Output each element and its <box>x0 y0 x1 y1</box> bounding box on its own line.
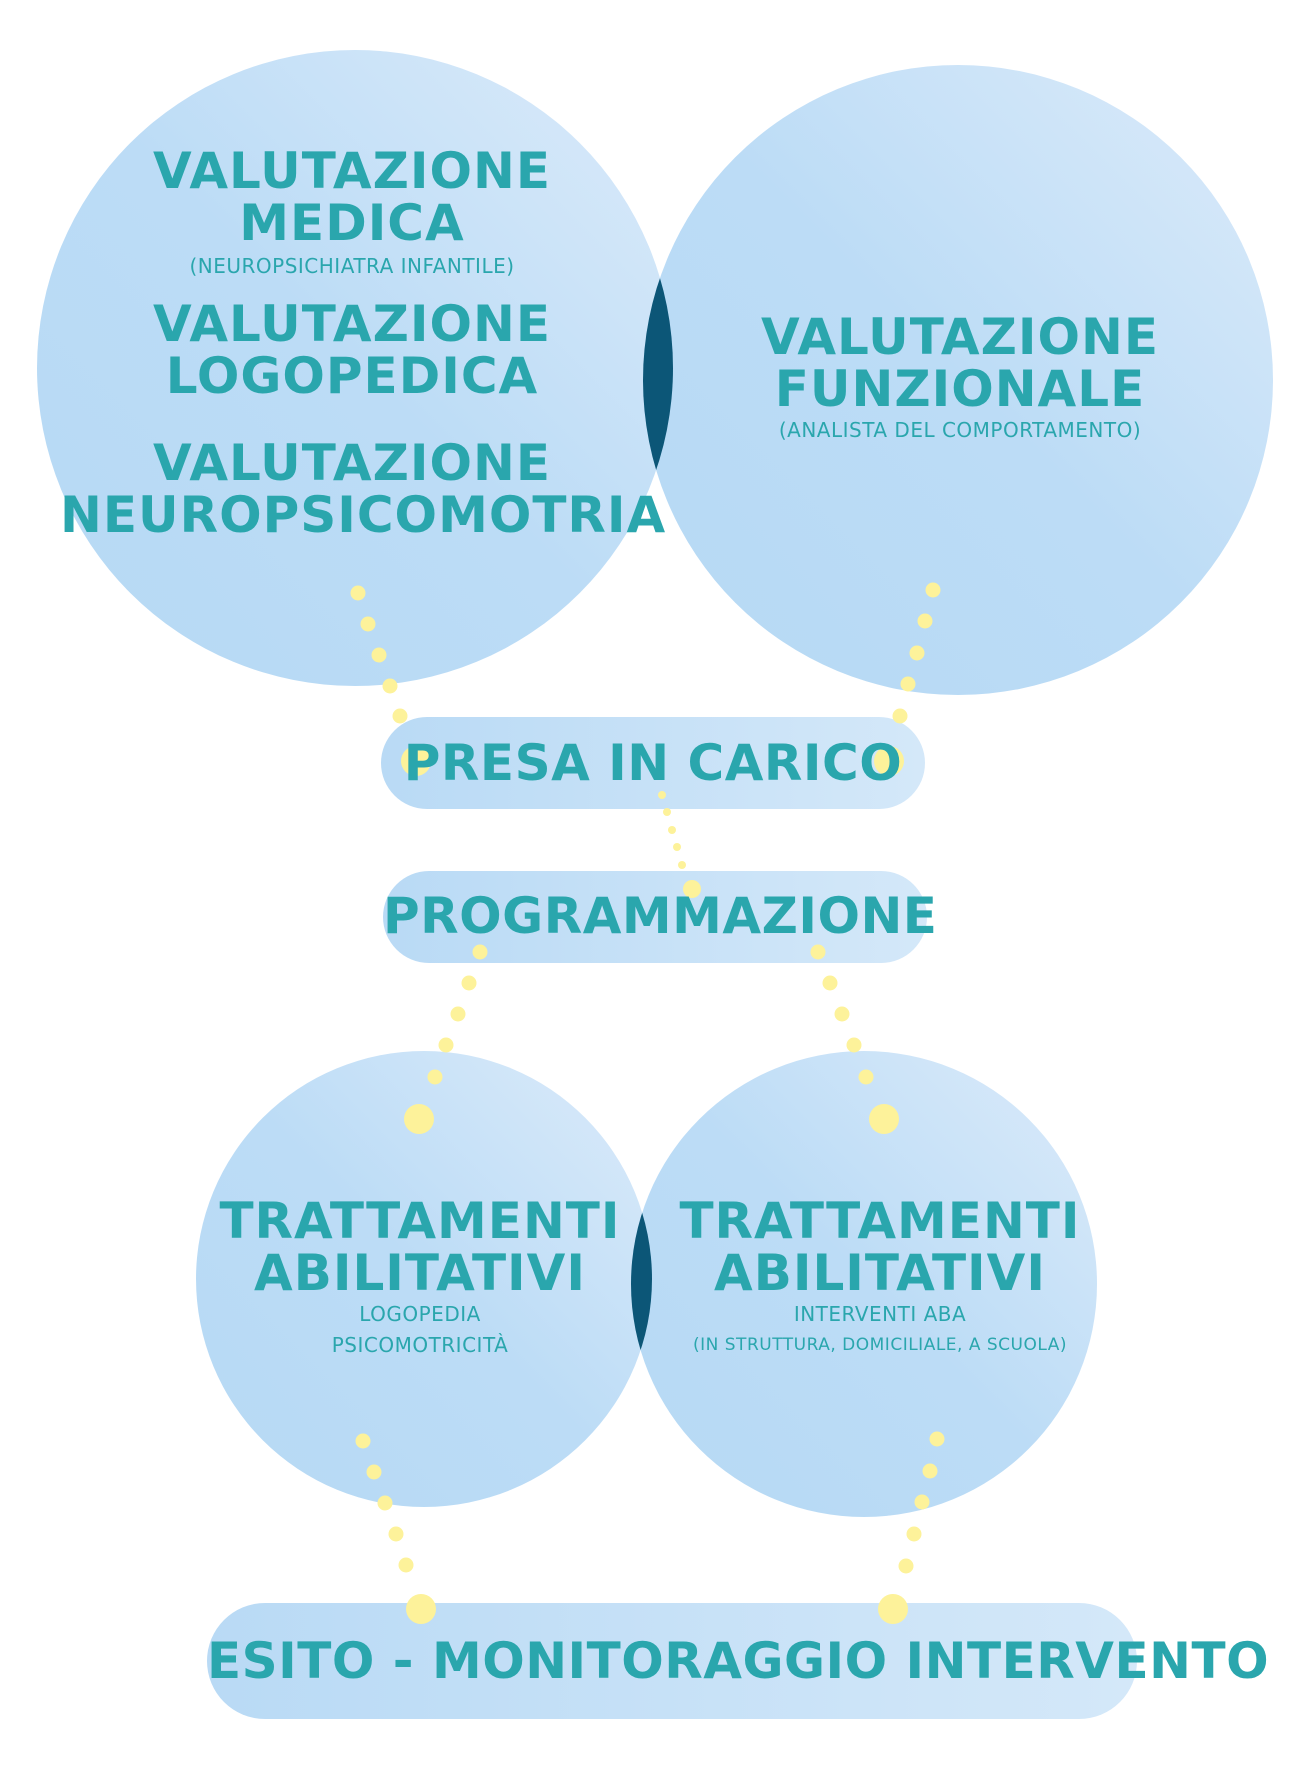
trattamenti-right-title: TRATTAMENTI ABILITATIVI <box>679 1192 1081 1302</box>
programmazione-label: PROGRAMMAZIONE <box>383 887 938 945</box>
valutazione-medica-title: VALUTAZIONE MEDICA <box>153 142 551 252</box>
connector-presa-to-programmazione <box>658 791 701 898</box>
valutazione-funzionale-title: VALUTAZIONE FUNZIONALE <box>761 308 1159 418</box>
trattamenti-right-settings: (IN STRUTTURA, DOMICILIALE, A SCUOLA) <box>693 1335 1067 1355</box>
pill-presa-in-carico <box>381 717 925 809</box>
trattamenti-left-title: TRATTAMENTI ABILITATIVI <box>219 1192 621 1302</box>
circle-treatment-right <box>631 1051 1097 1517</box>
connector-right-to-presa <box>874 582 941 776</box>
presa-in-carico-label: PRESA IN CARICO <box>403 734 903 792</box>
connector-programmazione-to-right <box>810 944 899 1134</box>
connector-left-to-esito <box>355 1433 436 1624</box>
connector-left-to-presa <box>350 585 431 776</box>
valutazione-medica-note: (NEUROPSICHIATRA INFANTILE) <box>189 254 515 278</box>
connector-programmazione-to-left <box>404 944 488 1134</box>
esito-monitoraggio-label: ESITO - MONITORAGGIO INTERVENTO <box>207 1632 1270 1690</box>
connector-right-to-esito <box>878 1431 945 1624</box>
valutazione-funzionale-note: (ANALISTA DEL COMPORTAMENTO) <box>778 418 1142 442</box>
circle-functional-evaluation <box>643 65 1273 695</box>
circle-treatment-left <box>196 1051 652 1507</box>
trattamenti-left-psicomotricita: PSICOMOTRICITÀ <box>331 1333 509 1357</box>
valutazione-neuropsicomotria-title: VALUTAZIONE NEUROPSICOMOTRIA <box>60 434 667 544</box>
trattamenti-left-logopedia: LOGOPEDIA <box>359 1302 481 1326</box>
valutazione-logopedica-title: VALUTAZIONE LOGOPEDICA <box>153 295 551 405</box>
pill-programmazione <box>383 871 927 963</box>
pill-esito <box>207 1603 1137 1719</box>
circle-medical-evaluations <box>37 50 673 686</box>
trattamenti-right-aba: INTERVENTI ABA <box>793 1302 967 1326</box>
